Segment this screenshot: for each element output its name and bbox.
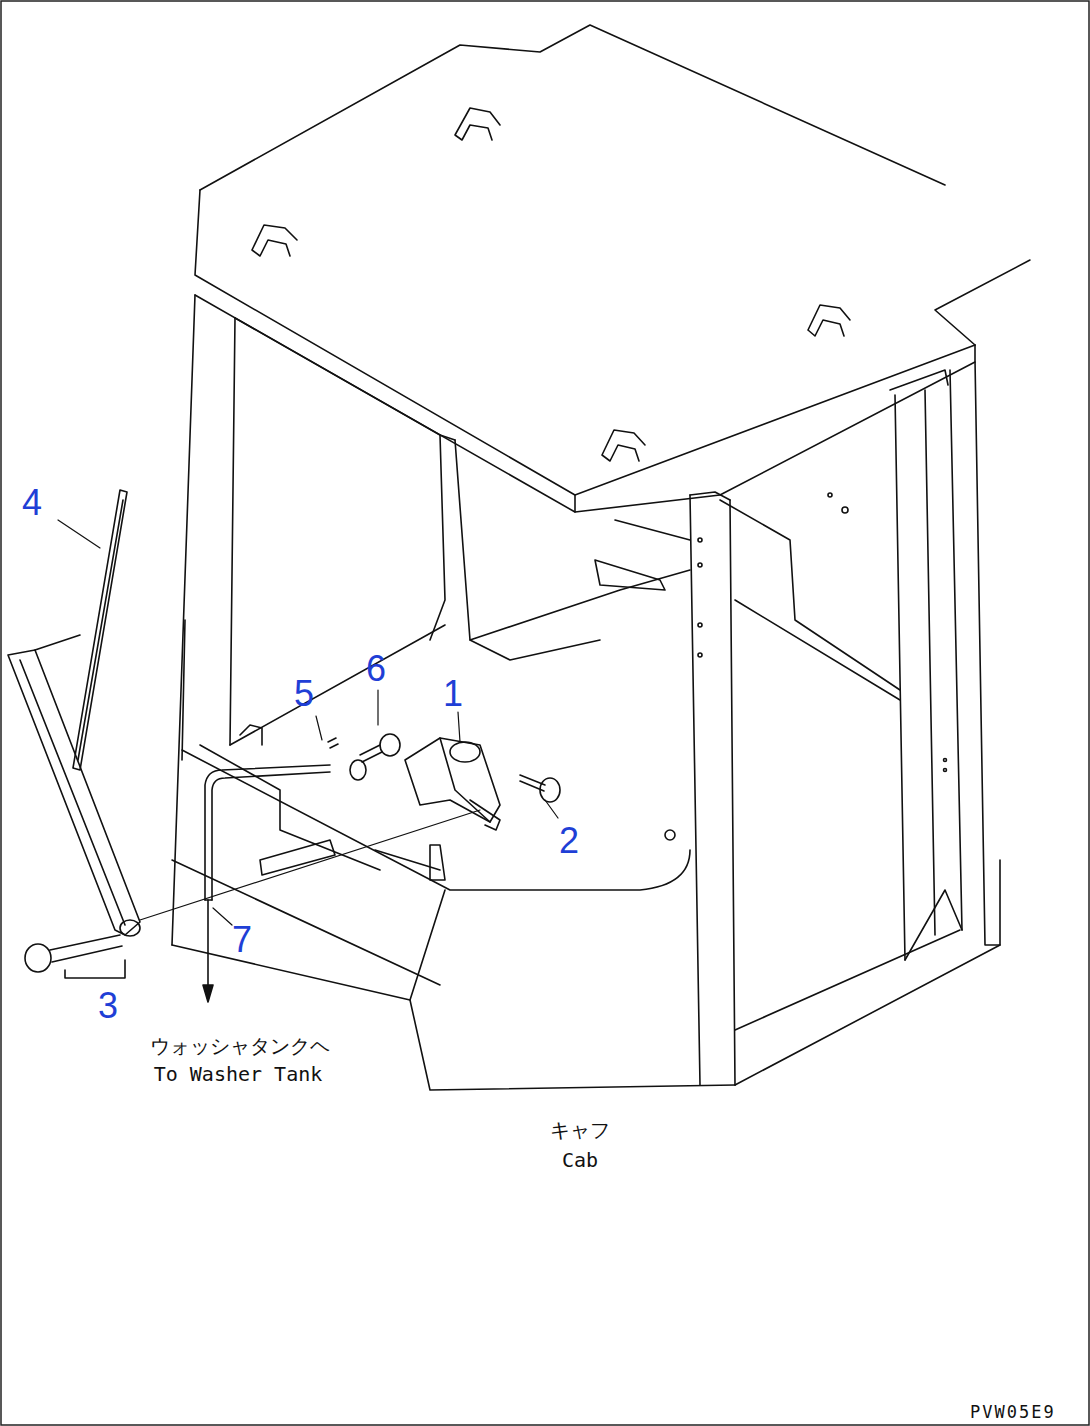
callout-number: 6 <box>366 651 386 687</box>
part-name: キャフ <box>550 1120 610 1140</box>
callout-number: 2 <box>559 823 579 859</box>
callout-number: 7 <box>232 922 252 958</box>
destination-note: ウォッシャタンクヘ <box>150 1036 330 1056</box>
callout-number: 5 <box>294 676 314 712</box>
callout-number: 1 <box>443 676 463 712</box>
drawing-code: PVW05E9 <box>970 1404 1056 1421</box>
destination-note: To Washer Tank <box>154 1064 323 1084</box>
callout-number: 3 <box>98 988 118 1024</box>
part-name: Cab <box>562 1150 598 1170</box>
callout-number: 4 <box>22 485 42 521</box>
